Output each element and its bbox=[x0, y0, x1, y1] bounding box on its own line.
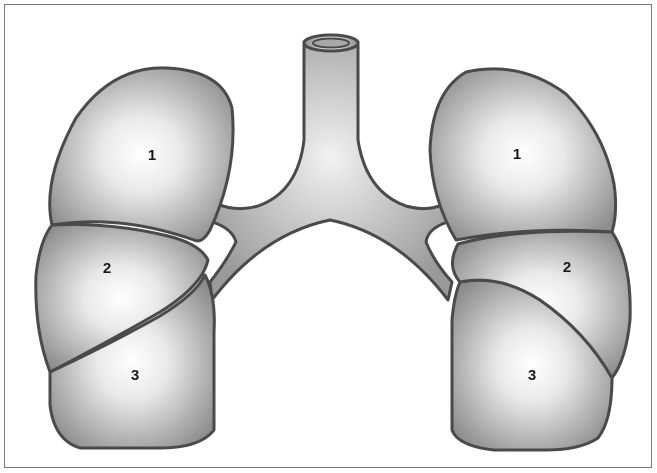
left-lobe-3-label: 3 bbox=[131, 367, 139, 384]
airway bbox=[210, 35, 452, 300]
left-lobe-1-label: 1 bbox=[148, 147, 156, 164]
right-lobe-2-label: 2 bbox=[563, 259, 571, 276]
trachea-lumen bbox=[313, 39, 349, 48]
left-lobe-2-label: 2 bbox=[103, 260, 111, 277]
right-lung bbox=[430, 69, 630, 450]
right-lobe-1-label: 1 bbox=[513, 146, 521, 163]
trachea-bronchi bbox=[210, 42, 452, 300]
left-lobe-1 bbox=[50, 68, 233, 241]
right-lobe-1 bbox=[430, 69, 616, 240]
right-lobe-3-label: 3 bbox=[528, 367, 536, 384]
left-lung bbox=[36, 68, 233, 448]
